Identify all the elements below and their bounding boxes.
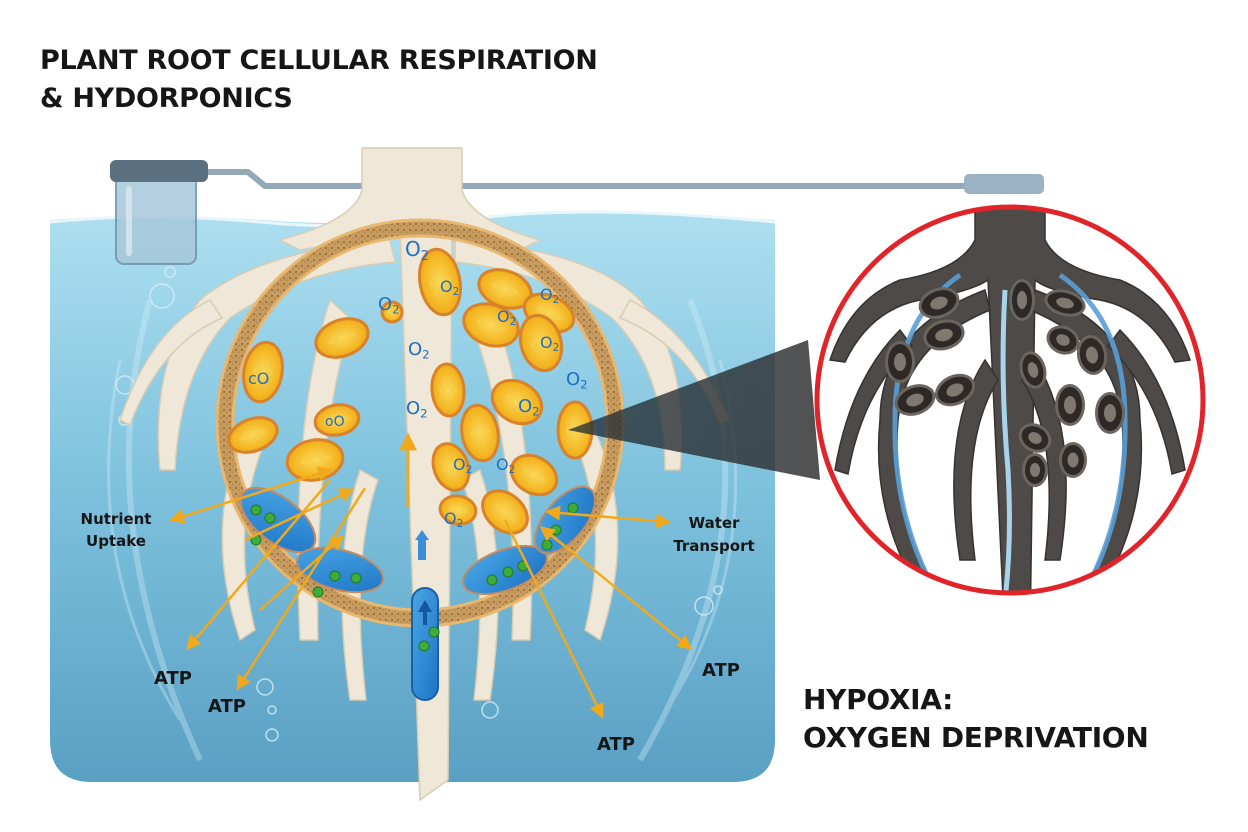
- air-line-pipe: [205, 169, 975, 189]
- mitochondrion: [518, 313, 564, 373]
- o2-label: O2: [406, 398, 428, 421]
- mitochondrion: [509, 453, 559, 497]
- mitochondrion: [490, 378, 544, 426]
- mitochondrion: [460, 403, 500, 463]
- water-transport-label: Water Transport: [673, 514, 754, 555]
- arrow-atp-4: [503, 519, 604, 719]
- magnifier-beam: [568, 340, 820, 480]
- degraded-mitochondrion: [1018, 423, 1052, 453]
- degraded-mitochondrion: [923, 319, 965, 351]
- mitochondrion: [430, 362, 466, 418]
- nutrient-uptake-line-1: Nutrient: [81, 510, 152, 528]
- degraded-mitochondrion: [1044, 289, 1086, 317]
- arrow-atp-1: [186, 479, 331, 651]
- degraded-mitochondrion: [1046, 325, 1080, 355]
- o2-label: O2: [518, 396, 540, 419]
- mitochondria-group: [227, 247, 594, 535]
- degraded-mitochondrion: [1059, 442, 1087, 478]
- arrow-nutrient-inner-2: [259, 535, 345, 611]
- mitochondrion: [313, 403, 361, 437]
- co2-fragment-label: cO: [248, 369, 269, 388]
- atp-label-2: ATP: [208, 696, 246, 717]
- upward-flow-arrow: [415, 530, 429, 560]
- arrow-water-transport: [545, 505, 671, 529]
- o2-label: O2: [566, 369, 588, 392]
- mitochondrion: [438, 494, 478, 526]
- hypoxia-highlight-ring: [814, 204, 1206, 596]
- arrow-nutrient-uptake: [169, 466, 333, 524]
- degraded-mitochondrion: [934, 373, 976, 407]
- degraded-mitochondrion: [1055, 384, 1085, 426]
- atp-label-3: ATP: [702, 660, 740, 681]
- arrow-atp-inner: [539, 526, 573, 553]
- o-fragment-label: oO: [325, 414, 345, 430]
- degraded-mitochondrion: [1076, 335, 1108, 375]
- vesicle-center-xylem: [411, 587, 440, 701]
- degraded-mitochondrion: [885, 341, 915, 383]
- o2-label: O2: [496, 455, 515, 476]
- atp-label-4: ATP: [597, 734, 635, 755]
- o2-label: O2: [453, 455, 472, 476]
- hypoxia-title-line-2: OXYGEN DEPRIVATION: [803, 721, 1149, 754]
- nutrient-uptake-label: Nutrient Uptake: [81, 510, 152, 550]
- o2-label: O2: [405, 237, 429, 264]
- title-line-1: PLANT ROOT CELLULAR RESPIRATION: [40, 45, 598, 76]
- arrow-atp-2: [236, 487, 367, 691]
- hypoxia-title-line-1: HYPOXIA:: [803, 683, 954, 716]
- degraded-mitochondrion: [918, 287, 960, 319]
- mitochondrion: [242, 340, 284, 404]
- degraded-mitochondrion: [1019, 351, 1047, 389]
- degraded-mitochondria: [885, 279, 1125, 487]
- nutrient-uptake-line-2: Uptake: [86, 532, 146, 550]
- degraded-mitochondrion: [894, 384, 936, 416]
- degraded-mitochondrion: [1009, 279, 1035, 321]
- degraded-mitochondrion: [1095, 392, 1125, 434]
- hypoxia-title: HYPOXIA: OXYGEN DEPRIVATION: [803, 681, 1149, 757]
- hypoxic-root-system: [829, 207, 1191, 593]
- o2-label: O2: [408, 339, 430, 362]
- water-transport-line-2: Transport: [673, 537, 754, 555]
- o2-label: O2: [444, 509, 463, 530]
- mitochondrion: [431, 442, 471, 492]
- mitochondrion: [314, 317, 370, 359]
- air-bubbles: [115, 266, 723, 742]
- o2-label: O2: [440, 277, 459, 298]
- o2-label: O2: [540, 333, 559, 354]
- mitochondrion: [462, 302, 520, 348]
- water-transport-line-1: Water: [689, 514, 740, 532]
- title-line-2: & HYDORPONICS: [40, 83, 293, 114]
- process-arrows: [169, 466, 693, 719]
- mitochondrion: [481, 489, 529, 535]
- atp-label-1: ATP: [154, 668, 192, 689]
- mitochondrion: [227, 416, 279, 454]
- arrow-nutrient-inner-1: [244, 488, 355, 542]
- degraded-mitochondrion: [1022, 453, 1048, 487]
- air-pump-device: [110, 160, 208, 265]
- o2-label: O2: [497, 307, 516, 328]
- mitochondrion: [417, 247, 463, 317]
- hypoxia-pipe-cap: [964, 174, 1044, 194]
- mitochondrion: [380, 300, 404, 324]
- o2-label: O2: [378, 294, 400, 317]
- diagram-title: PLANT ROOT CELLULAR RESPIRATION & HYDORP…: [40, 42, 598, 118]
- hypoxia-inset: [814, 204, 1206, 596]
- o2-label: O2: [540, 285, 559, 306]
